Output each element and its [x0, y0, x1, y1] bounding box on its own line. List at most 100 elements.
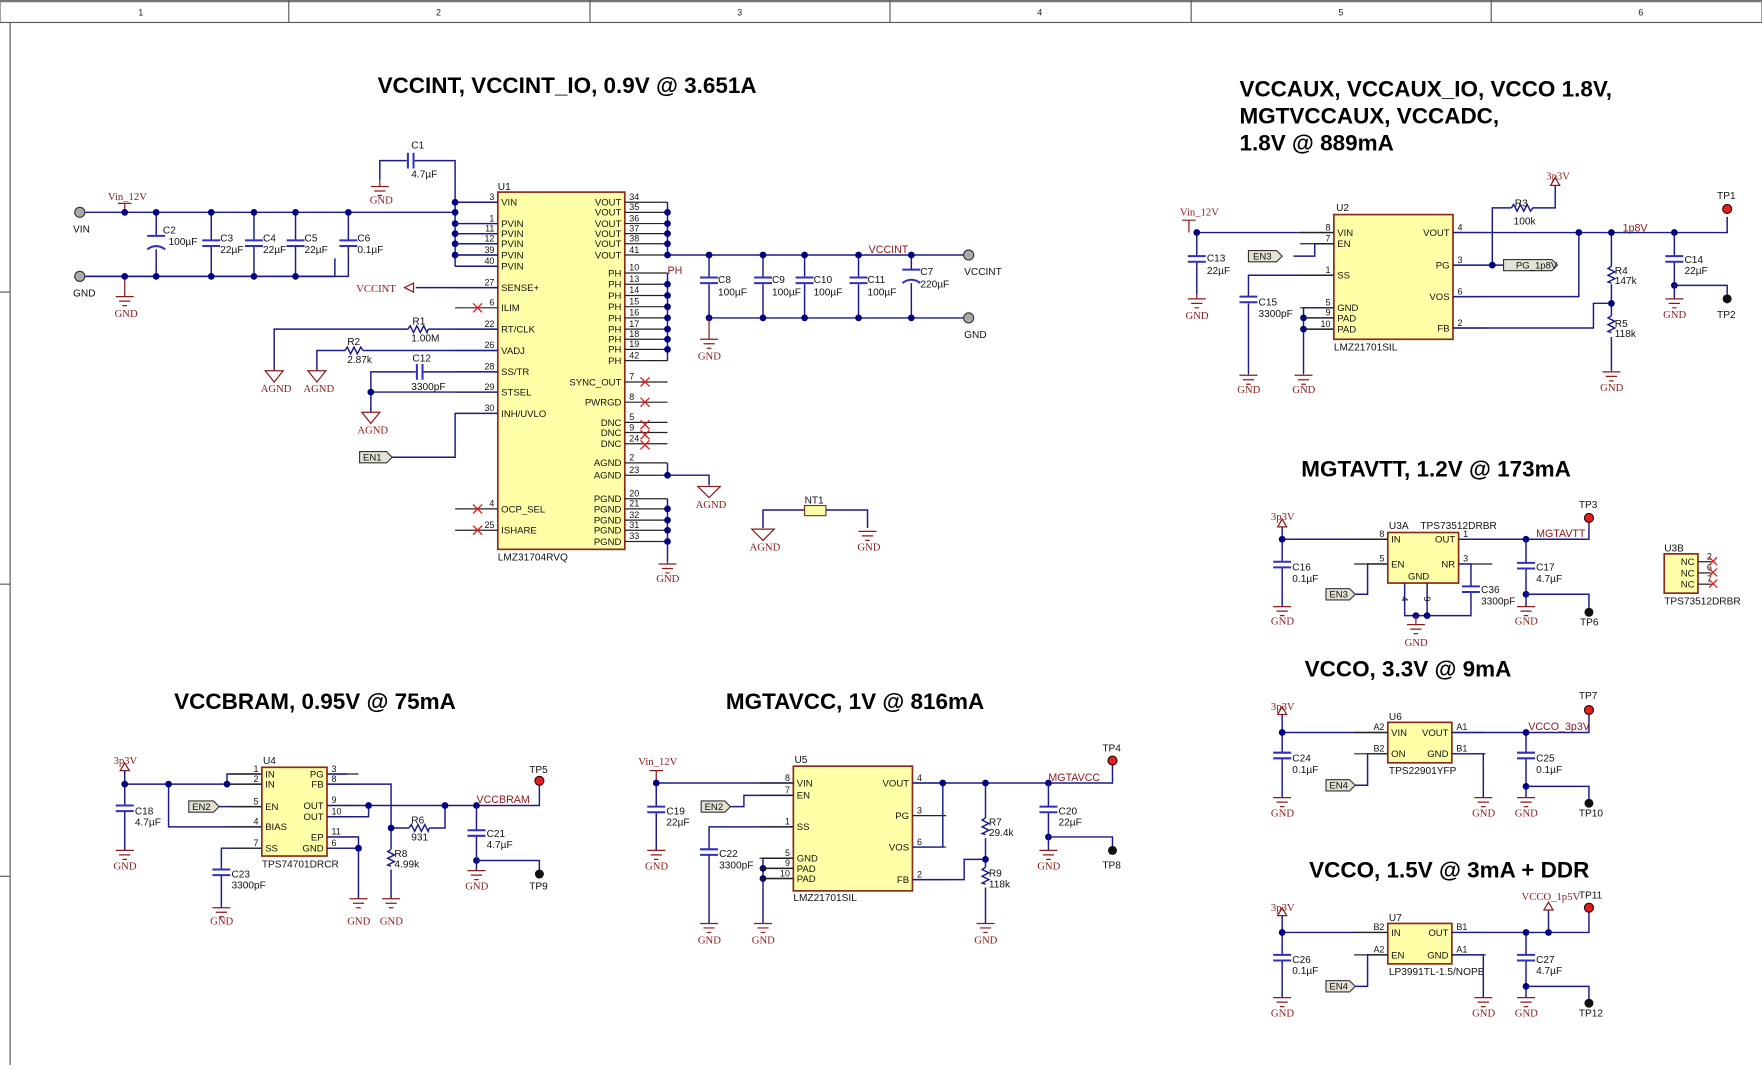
section-vcco-1v5: VCCO, 1.5V @ 3mA + DDR 3p3V C26 0.1µF GN…	[1271, 857, 1603, 1019]
en4-port[interactable]	[1325, 779, 1357, 792]
ic-ref: U2	[1336, 203, 1349, 214]
pin-number: A2	[1373, 722, 1384, 732]
pin-number: A1	[1456, 722, 1467, 732]
pin-name: VIN	[797, 778, 813, 789]
cap-ref: C7	[920, 267, 933, 278]
test-point-tp11[interactable]	[1583, 902, 1595, 913]
pin-number: 10	[780, 868, 790, 878]
pin-name: FB	[311, 780, 323, 791]
test-point-tp12[interactable]	[1584, 998, 1594, 1008]
ic-u7[interactable]: U7 LP3991TL-1.5/NOPB	[1386, 913, 1485, 978]
vccint-connector[interactable]	[963, 249, 975, 261]
pin-name: PH	[608, 302, 621, 313]
pin-number: 10	[629, 263, 639, 273]
resistor-ref: R1	[412, 317, 425, 328]
test-point-tp5[interactable]	[534, 775, 545, 786]
pin-name: SS	[797, 822, 810, 833]
net-vccint-sense: VCCINT	[356, 283, 396, 295]
gnd-symbol-label: GND	[347, 916, 370, 928]
net-ph: PH	[667, 265, 682, 277]
no-connect-icon	[1708, 556, 1718, 566]
gnd-symbol-label: GND	[370, 194, 393, 206]
gnd-symbol-label: GND	[1515, 808, 1538, 820]
pin-name: PGND	[594, 494, 622, 505]
tp-label: TP8	[1102, 860, 1121, 871]
net-vcco-3p3v: VCCO_3p3V	[1528, 721, 1591, 733]
vin-connector[interactable]	[74, 206, 86, 218]
pin-name: PH	[608, 280, 621, 291]
cap-ref: C20	[1059, 806, 1078, 817]
pg-1p8v-port[interactable]	[1502, 258, 1559, 272]
pin-number: A2	[1373, 945, 1384, 955]
pin-number: 6	[331, 838, 336, 848]
test-point-tp3[interactable]	[1583, 512, 1595, 523]
test-point-tp6[interactable]	[1584, 607, 1594, 617]
test-point-tp8[interactable]	[1107, 845, 1117, 855]
tp-label: TP1	[1717, 191, 1736, 202]
en3-port[interactable]	[1247, 249, 1283, 263]
pin-name: GND	[1337, 303, 1358, 314]
test-point-tp1[interactable]	[1722, 203, 1733, 215]
ic-u6[interactable]: U6 TPS22901YFP	[1386, 712, 1457, 777]
en1-port[interactable]	[359, 451, 393, 464]
pin-name: DNC	[601, 439, 622, 450]
gnd-symbol-label: GND	[1186, 310, 1209, 322]
pin-name: FB	[897, 875, 909, 886]
resistor-ref: R2	[347, 337, 360, 348]
pin-name: VOS	[1429, 292, 1449, 303]
pin-number: 38	[629, 234, 639, 244]
pin-number: 3	[1463, 554, 1468, 564]
gnd-out-connector[interactable]	[963, 312, 975, 324]
test-point-tp4[interactable]	[1107, 755, 1118, 766]
ic-u3a[interactable]: U3A TPS73512DRBR GND	[1386, 521, 1497, 584]
test-point-tp7[interactable]	[1583, 704, 1595, 716]
en2-port[interactable]	[188, 800, 220, 813]
cap-ref: C6	[357, 234, 370, 245]
cap-value: 0.1µF	[1292, 574, 1318, 585]
pin-name: OUT	[1428, 928, 1448, 939]
pin-number: 1	[1325, 265, 1330, 275]
test-point-tp2[interactable]	[1722, 294, 1732, 304]
pin-name: VOUT	[595, 250, 622, 261]
cap-value: 220µF	[920, 280, 949, 291]
resistor-value: 2.87k	[347, 355, 373, 366]
ic-u3b[interactable]: U3B TPS73512DRBR	[1663, 544, 1741, 608]
ic-u2[interactable]: U2 LMZ21701SIL	[1333, 203, 1454, 354]
gnd-symbol-label: GND	[210, 916, 233, 928]
ic-u1[interactable]: U1 LMZ31704RVQ	[496, 182, 626, 564]
cap-value: 4.7µF	[1536, 574, 1562, 585]
ic-u5[interactable]: U5 LMZ21701SIL	[792, 755, 914, 904]
en4-port[interactable]	[1325, 980, 1357, 993]
pin-name: SS	[1337, 271, 1350, 282]
test-point-tp9[interactable]	[534, 869, 544, 879]
gnd-connector[interactable]	[74, 270, 86, 282]
pin-name: VOS	[889, 842, 909, 853]
pin-number: 23	[629, 465, 639, 475]
pin-name: PVIN	[501, 229, 523, 240]
net-3p3v: 3p3V	[1271, 701, 1295, 713]
ic-u4[interactable]: U4 TPS74701DRCR	[260, 756, 339, 870]
gnd-symbol-label: GND	[1271, 616, 1294, 628]
pin-number: 37	[629, 223, 639, 233]
pin-number: 4	[253, 817, 258, 827]
input-capacitors: C2 100µF C3 22µF C4 22µF C5 22µF C6 0.1µ…	[121, 208, 383, 280]
gnd-symbol-label: GND	[1292, 384, 1315, 396]
cap-value: 22µF	[220, 245, 243, 256]
net-vcco-1p5v: VCCO_1p5V	[1522, 891, 1581, 903]
pin-name: IN	[265, 780, 275, 791]
cap-value: 22µF	[305, 245, 328, 256]
en3-port[interactable]	[1325, 588, 1357, 601]
pin-name: EN	[265, 802, 278, 813]
pin-number: 3	[917, 805, 922, 815]
cap-ref: C23	[231, 869, 250, 880]
cap-ref: C14	[1684, 255, 1703, 266]
en2-port[interactable]	[700, 800, 732, 813]
port-label: EN3	[1253, 252, 1272, 263]
pin-number: 32	[629, 510, 639, 520]
test-point-tp10[interactable]	[1584, 798, 1594, 808]
cap-ref: C10	[814, 275, 833, 286]
pin-number: 7	[629, 372, 634, 382]
pin-name: PVIN	[501, 219, 523, 230]
gnd-symbol-label: GND	[1663, 309, 1686, 321]
pin-name: PH	[608, 313, 621, 324]
